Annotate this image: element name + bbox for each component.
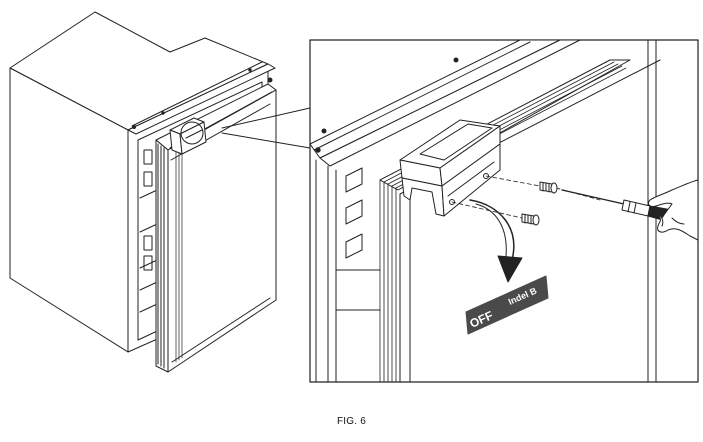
hinge-small [169,117,207,155]
hand-icon [647,179,699,241]
figure-caption: FIG. 6 [337,416,366,427]
screw-icon [539,181,558,194]
hinge-bracket [399,119,501,217]
door-label [465,275,549,335]
refrigerator-overview [9,11,277,373]
callout-lines [221,107,311,149]
screw-icon [521,213,540,226]
curved-arrow-icon [469,199,523,283]
